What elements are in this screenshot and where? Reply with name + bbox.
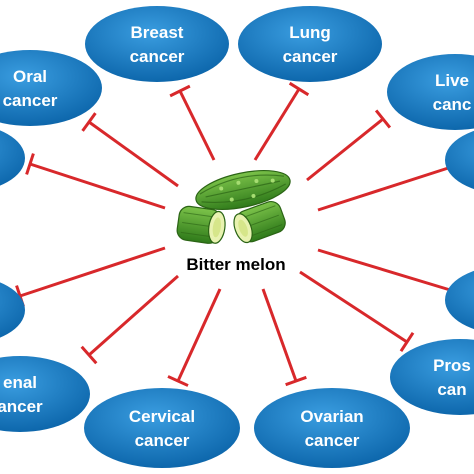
inhibition-edge-left-lower <box>15 246 166 307</box>
node-ellipse <box>445 130 474 190</box>
inhibition-edge-liver <box>306 109 392 182</box>
inhibition-edge-lung <box>253 81 310 161</box>
node-ellipse <box>445 270 474 330</box>
inhibition-bar <box>167 375 189 387</box>
inhibition-edge-oral <box>81 112 179 188</box>
cancer-node-renal: enal ancer <box>0 356 90 432</box>
bitter-melon-image <box>176 170 291 244</box>
inhibition-line <box>29 162 166 210</box>
node-label-line1: Live <box>435 71 469 90</box>
inhibition-line <box>19 246 166 298</box>
node-label-line2: cancer <box>135 431 190 450</box>
node-ellipse <box>84 388 240 468</box>
inhibition-edge-left-upper <box>25 153 166 210</box>
node-label-line1: Breast <box>131 23 184 42</box>
center-label: Bitter melon <box>186 255 285 274</box>
inhibition-line <box>306 117 384 182</box>
node-label-line2: canc <box>433 95 472 114</box>
cancer-node-breast: Breast cancer <box>85 6 229 82</box>
node-ellipse <box>387 54 474 130</box>
cancer-node-lung: Lung cancer <box>238 6 382 82</box>
cancer-node-right-upper <box>445 130 474 190</box>
inhibition-bar <box>80 345 98 365</box>
node-label-line1: Lung <box>289 23 331 42</box>
node-label-line2: cancer <box>283 47 338 66</box>
inhibition-edge-renal <box>80 274 179 365</box>
inhibition-bar <box>288 81 310 97</box>
cancer-node-left-lower <box>0 282 25 338</box>
node-label-line2: ancer <box>0 397 43 416</box>
inhibition-bar <box>25 153 35 175</box>
node-label-line2: cancer <box>130 47 185 66</box>
inhibition-bar <box>374 109 392 129</box>
cancer-node-right-lower <box>445 270 474 330</box>
cancer-node-oral: Oral cancer <box>0 50 102 126</box>
node-label-line1: Ovarian <box>300 407 363 426</box>
node-ellipse <box>254 388 410 468</box>
cancer-node-liver: Live canc <box>387 54 474 130</box>
node-ellipse <box>85 6 229 82</box>
inhibition-line <box>253 88 301 161</box>
cancer-nodes: BreastcancerLungcancerLivecancProscanOva… <box>0 6 474 468</box>
inhibition-edge-prostate <box>299 270 415 353</box>
node-ellipse <box>390 339 474 415</box>
node-label-line2: can <box>437 380 466 399</box>
inhibition-line <box>178 90 216 161</box>
inhibition-bar <box>81 112 97 132</box>
cancer-node-cervical: Cervical cancer <box>84 388 240 468</box>
node-label-line2: cancer <box>3 91 58 110</box>
node-label-line1: Oral <box>13 67 47 86</box>
inhibition-bar <box>169 84 191 98</box>
cancer-node-ovarian: Ovarian cancer <box>254 388 410 468</box>
inhibition-edge-cervical <box>167 288 222 387</box>
cancer-node-prostate: Pros can <box>390 339 474 415</box>
node-label-line1: Cervical <box>129 407 195 426</box>
node-ellipse <box>0 356 90 432</box>
node-label-line1: enal <box>3 373 37 392</box>
node-label-line2: cancer <box>305 431 360 450</box>
cancer-node-left-upper <box>0 130 25 186</box>
node-ellipse <box>0 282 25 338</box>
inhibition-line <box>88 120 179 188</box>
inhibition-edge-breast <box>169 84 216 161</box>
node-ellipse <box>0 50 102 126</box>
inhibition-line <box>317 159 471 212</box>
inhibition-edge-ovarian <box>261 288 307 387</box>
inhibition-edges <box>15 81 474 387</box>
inhibition-line <box>88 274 179 357</box>
inhibition-line <box>176 288 222 382</box>
inhibition-line <box>299 270 408 344</box>
node-ellipse <box>238 6 382 82</box>
inhibition-bar <box>285 375 307 387</box>
inhibition-bar <box>399 331 415 353</box>
node-ellipse <box>0 130 25 186</box>
inhibition-line <box>317 248 471 298</box>
node-label-line1: Pros <box>433 356 471 375</box>
inhibition-line <box>261 288 298 382</box>
